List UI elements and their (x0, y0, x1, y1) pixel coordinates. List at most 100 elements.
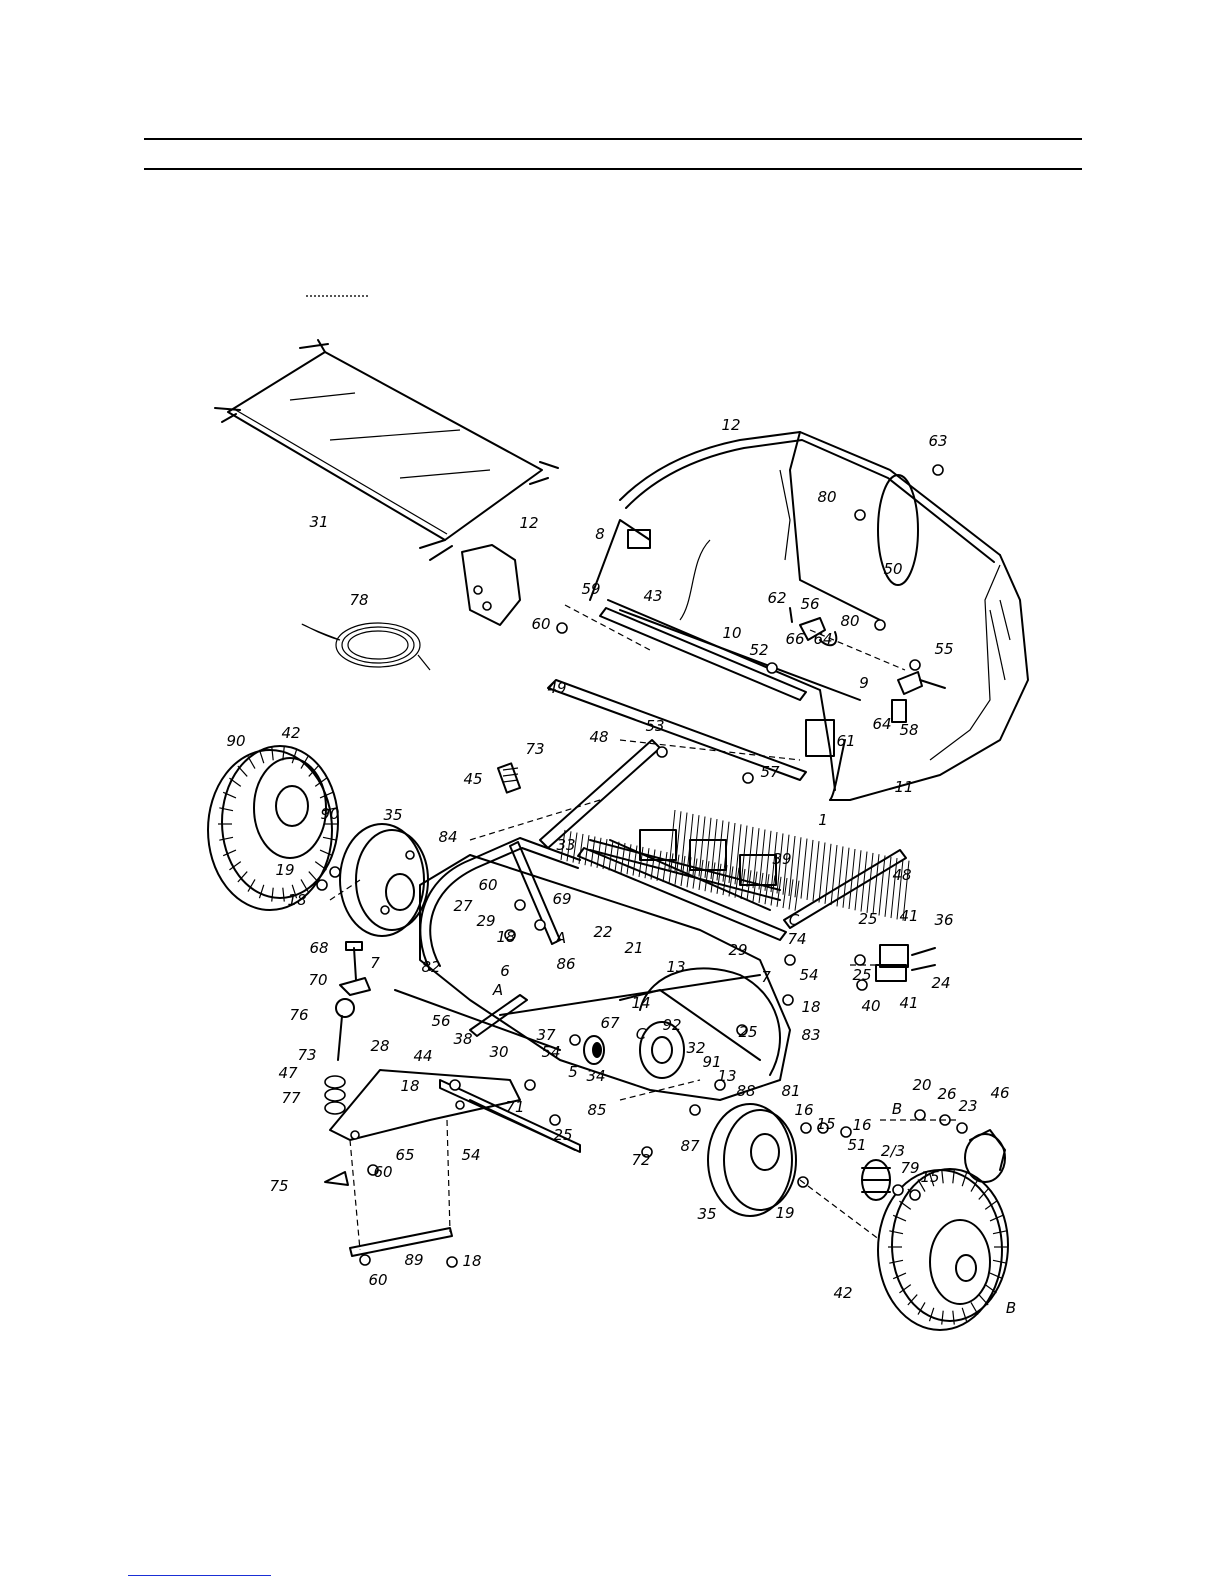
callout-label: 28 (370, 1037, 389, 1055)
callout-label: 60 (373, 1163, 392, 1181)
callout-label: 47 (278, 1064, 298, 1082)
callout-label: 67 (600, 1014, 620, 1032)
callout-label: 80 (817, 488, 836, 506)
callout-label: 25 (852, 966, 871, 984)
callout-label: 92 (662, 1016, 681, 1034)
callout-label: 68 (309, 939, 328, 957)
washers-77 (324, 1075, 349, 1186)
side-link-left (539, 739, 661, 849)
callout-label: 18 (462, 1252, 481, 1270)
callout-label: 77 (281, 1089, 301, 1107)
scan-smudge (306, 295, 368, 297)
callout-label: 81 (781, 1082, 800, 1100)
callout-label: 60 (478, 876, 497, 894)
callout-label: 18 (400, 1077, 419, 1095)
callout-label: 36 (934, 911, 953, 929)
callout-label: 61 (836, 732, 855, 750)
callout-label: 26 (937, 1085, 956, 1103)
hub-disc-left (339, 823, 429, 937)
callout-label: 41 (899, 994, 918, 1012)
callout-label: 43 (643, 587, 662, 605)
brush-guard-bar (577, 839, 787, 941)
callout-label: 30 (489, 1043, 508, 1061)
callout-label: 20 (912, 1076, 931, 1094)
catcher-cover-sheet (214, 339, 559, 561)
callout-label: 54 (541, 1043, 560, 1061)
callout-label: 87 (680, 1137, 700, 1155)
callout-label: 71 (505, 1098, 524, 1116)
callout-label: 37 (536, 1026, 556, 1044)
callout-label: 64 (813, 630, 832, 648)
catcher-side-panel-fragment (461, 544, 521, 626)
callout-label: 13 (666, 958, 685, 976)
callout-label: 53 (645, 717, 664, 735)
callout-label: 48 (892, 866, 911, 884)
callout-label: 65 (395, 1146, 414, 1164)
callout-label: 76 (289, 1006, 308, 1024)
callout-label: 73 (297, 1046, 316, 1064)
callout-label: 18 (496, 928, 515, 946)
callout-label: 57 (760, 763, 780, 781)
callout-label: 58 (899, 721, 918, 739)
latch-clip-right (897, 671, 946, 695)
callout-label: 90 (226, 732, 245, 750)
callout-label: 54 (461, 1146, 480, 1164)
callout-label: 12 (519, 514, 538, 532)
callout-label: 44 (413, 1047, 432, 1065)
callout-label: 14 (631, 994, 650, 1012)
callout-label: 15 (920, 1168, 939, 1186)
cable-coil (301, 622, 431, 671)
front-beam (439, 1079, 581, 1153)
callout-label: 16 (852, 1116, 871, 1134)
callout-label: 19 (775, 1204, 794, 1222)
sweeper-housing (419, 854, 791, 1101)
callout-label: 52 (749, 641, 768, 659)
footer-link-underline (128, 1575, 271, 1576)
pinion-gear (583, 1035, 605, 1065)
left-wheel (207, 745, 339, 911)
callout-label: A (492, 981, 503, 999)
callout-label: 90 (320, 805, 339, 823)
callout-label: 29 (476, 912, 495, 930)
callout-label: 21 (624, 939, 643, 957)
callout-label: 22 (593, 923, 612, 941)
right-wheel (877, 1168, 1009, 1331)
callout-label: 49 (547, 679, 566, 697)
hub-disc-right (707, 1103, 797, 1217)
callout-label: 70 (308, 971, 327, 989)
lower-strap (349, 1227, 453, 1257)
callout-label: 1 (818, 811, 828, 829)
bolt-68 (345, 941, 363, 981)
callout-label: 66 (785, 630, 804, 648)
side-link-right (783, 849, 907, 929)
handle-bar (419, 837, 581, 971)
callout-label: 18 (287, 891, 306, 909)
brush-roller (560, 809, 910, 921)
header-rule-bottom (144, 168, 1082, 170)
bracket-70 (339, 977, 371, 996)
callout-label: 78 (349, 591, 368, 609)
callout-label: 73 (525, 740, 544, 758)
callout-label: 54 (799, 966, 818, 984)
callout-label: 42 (833, 1284, 852, 1302)
callout-label: 64 (872, 715, 891, 733)
callout-label: 60 (531, 615, 550, 633)
callout-label: 35 (383, 806, 402, 824)
callout-label: 85 (587, 1101, 606, 1119)
drive-gear (861, 1159, 891, 1201)
callout-label: 24 (931, 974, 950, 992)
callout-label: 18 (801, 998, 820, 1016)
callout-label: 12 (721, 416, 740, 434)
callout-label: 83 (801, 1026, 820, 1044)
callout-label: C (789, 911, 800, 929)
callout-label: C (636, 1025, 647, 1043)
callout-label: 41 (899, 907, 918, 925)
callout-label: 79 (900, 1159, 919, 1177)
callout-label: 40 (861, 997, 880, 1015)
callout-label: 25 (858, 910, 877, 928)
callout-label: 56 (431, 1012, 450, 1030)
hardware-nuts (316, 464, 968, 1268)
callout-label: 91 (702, 1053, 721, 1071)
callout-label: A (555, 929, 566, 947)
